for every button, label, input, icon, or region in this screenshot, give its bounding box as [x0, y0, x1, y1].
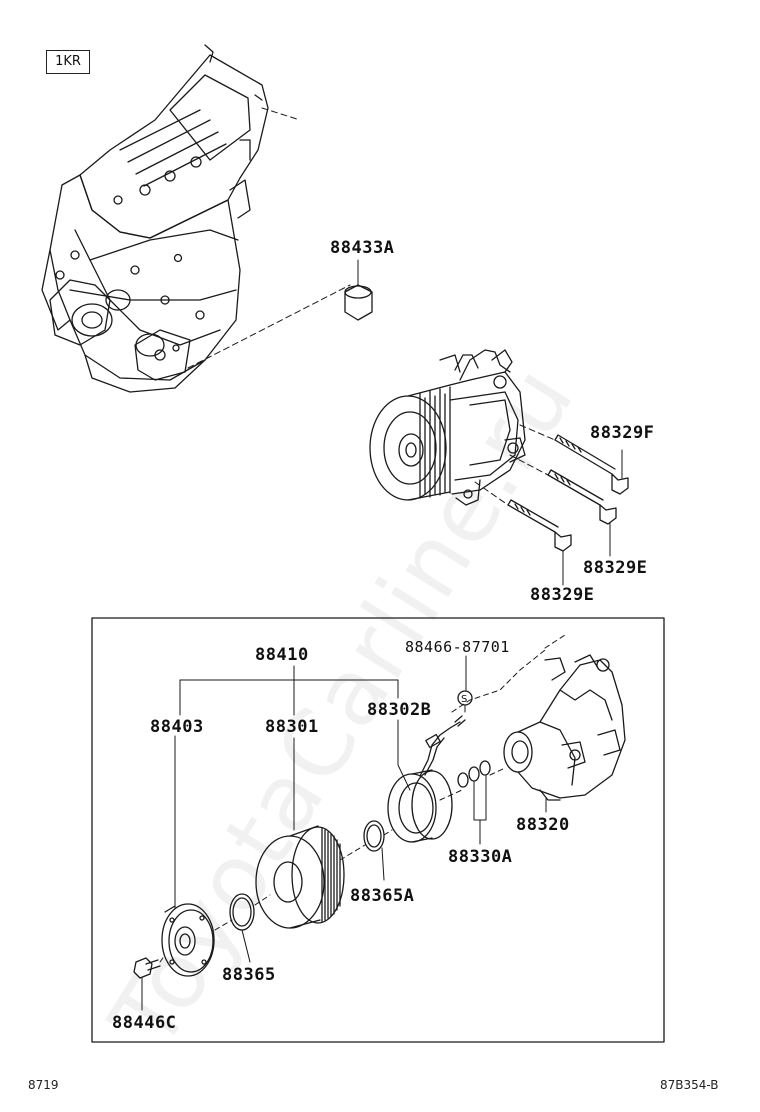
- part-label-shims[interactable]: 88330A: [448, 847, 513, 867]
- hub-drawing: [161, 903, 215, 977]
- shims-drawing: [457, 760, 491, 845]
- part-label-pulley[interactable]: 88301: [265, 717, 319, 737]
- part-label-large-snap-ring[interactable]: 88365A: [350, 886, 415, 906]
- bolt-leader-lines: [474, 424, 556, 506]
- upper-leader-lines: [187, 107, 351, 369]
- part-label-insulator[interactable]: 88433A: [330, 238, 395, 258]
- part-label-snap-ring[interactable]: 88365: [222, 965, 276, 985]
- footer-right-code: 87B354-B: [660, 1078, 719, 1092]
- svg-text:S: S: [461, 694, 467, 705]
- footer-left-code: 8719: [28, 1078, 59, 1092]
- engine-code-box: 1KR: [46, 50, 90, 74]
- wire-part-symbol: S: [457, 655, 473, 713]
- bolts-drawing: [507, 434, 629, 586]
- part-label-wire[interactable]: 88466-87701: [405, 638, 510, 656]
- engine-illustration: [41, 44, 269, 393]
- large-snap-ring-drawing: [363, 820, 385, 881]
- exploded-view-frame: [91, 617, 665, 1043]
- lower-leader-lines: [159, 634, 566, 963]
- part-label-clutch-assy[interactable]: 88410: [255, 645, 309, 665]
- snap-ring-drawing: [229, 893, 255, 963]
- part-label-bolt-e-upper[interactable]: 88329E: [583, 558, 648, 578]
- clutch-assy-bracket: [174, 665, 411, 909]
- part-label-hub[interactable]: 88403: [150, 717, 204, 737]
- hub-bolt-drawing: [133, 957, 161, 1011]
- compressor-upper-drawing: [369, 349, 526, 506]
- part-label-compressor[interactable]: 88320: [516, 815, 570, 835]
- part-label-stator[interactable]: 88302B: [367, 700, 432, 720]
- pulley-drawing: [255, 825, 345, 929]
- compressor-lower-drawing: [503, 654, 626, 813]
- part-label-bolt-e-lower[interactable]: 88329E: [530, 585, 595, 605]
- part-label-bolt-f[interactable]: 88329F: [590, 423, 655, 443]
- part-label-hub-bolt[interactable]: 88446C: [112, 1013, 177, 1033]
- insulator-drawing: [344, 259, 373, 321]
- stator-drawing: [387, 715, 466, 843]
